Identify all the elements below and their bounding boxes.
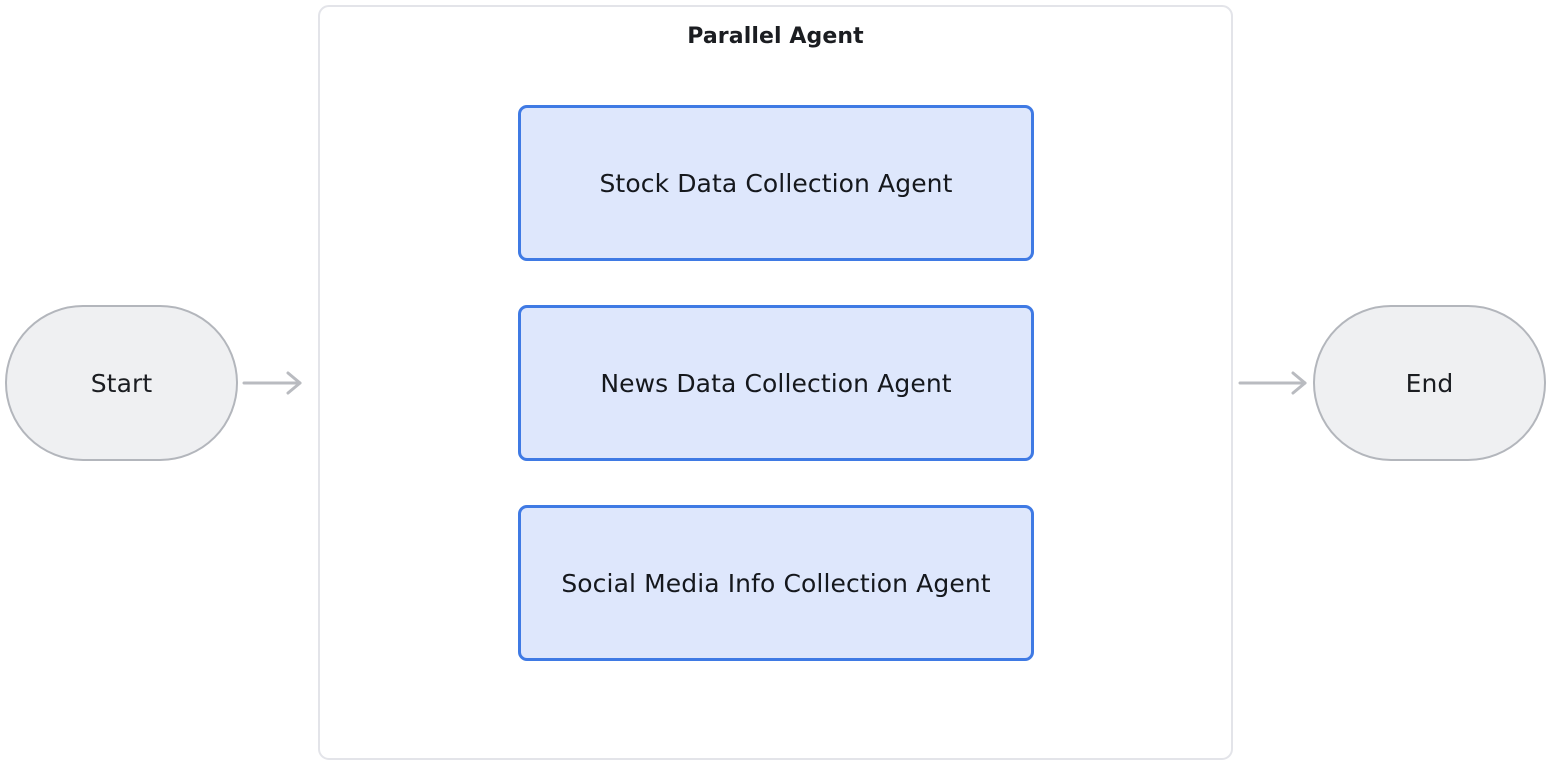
agent-node-label: Social Media Info Collection Agent — [561, 568, 991, 598]
agent-node-social-media-info-collection[interactable]: Social Media Info Collection Agent — [518, 505, 1034, 661]
agent-node-stock-data-collection[interactable]: Stock Data Collection Agent — [518, 105, 1034, 261]
agent-node-label: Stock Data Collection Agent — [599, 168, 953, 198]
agent-node-news-data-collection[interactable]: News Data Collection Agent — [518, 305, 1034, 461]
agent-node-label: News Data Collection Agent — [600, 368, 952, 398]
node-start-label: Start — [90, 368, 153, 398]
arrowhead-start-to-container — [286, 371, 302, 395]
parallel-agent-title: Parallel Agent — [687, 24, 864, 49]
node-end[interactable]: End — [1313, 305, 1546, 461]
node-start[interactable]: Start — [5, 305, 238, 461]
node-end-label: End — [1405, 368, 1454, 398]
arrowhead-container-to-end — [1291, 371, 1307, 395]
